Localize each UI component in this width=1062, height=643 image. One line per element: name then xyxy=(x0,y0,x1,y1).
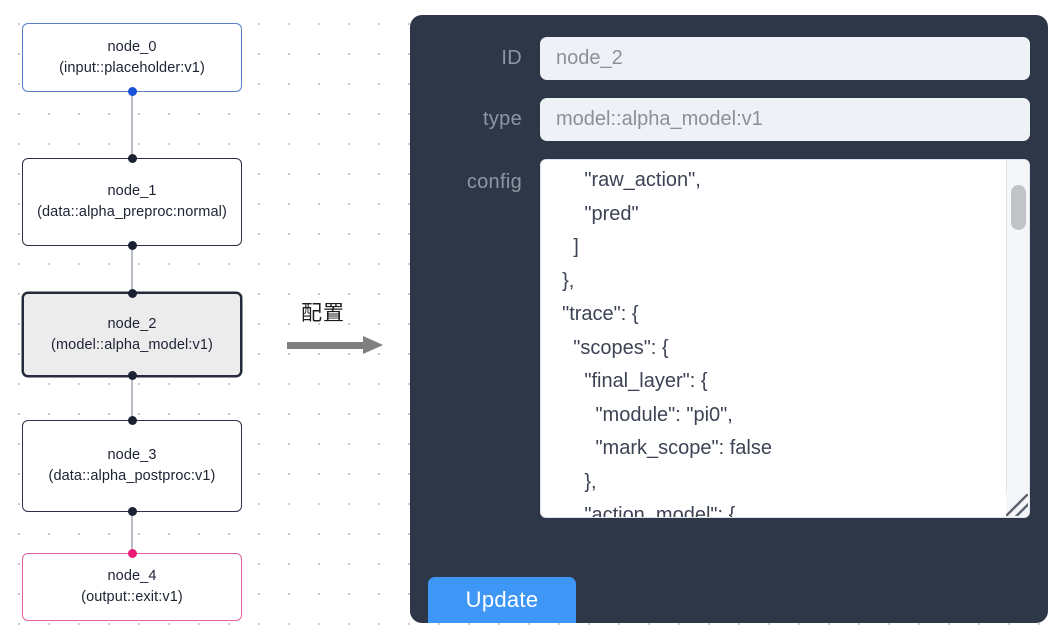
resize-grip-icon[interactable] xyxy=(1006,494,1028,516)
node-title: node_4 xyxy=(107,568,157,584)
edge-node0-node1 xyxy=(131,92,133,158)
edge-node1-node2 xyxy=(131,246,133,292)
node-title: node_1 xyxy=(107,183,157,199)
edge-node2-node3 xyxy=(131,377,133,420)
field-row-id: ID xyxy=(428,37,1030,80)
config-scrollbar-thumb[interactable] xyxy=(1011,185,1026,230)
node-handle-source[interactable] xyxy=(127,371,137,380)
graph-node-node_3[interactable]: node_3 (data::alpha_postproc:v1) xyxy=(22,416,242,516)
node-title: node_0 xyxy=(107,38,157,55)
node-handle-source[interactable] xyxy=(127,241,137,250)
right-arrow-icon xyxy=(287,342,365,349)
node-handle-target[interactable] xyxy=(127,416,137,425)
graph-node-node_0[interactable]: node_0 (input::placeholder:v1) xyxy=(22,23,242,96)
graph-node-node_4[interactable]: node_4 (output::exit:v1) xyxy=(22,549,242,621)
node-config-panel[interactable]: ID type config "raw_action", "pred" ] },… xyxy=(410,15,1048,623)
update-button[interactable]: Update xyxy=(428,577,576,623)
node-title: node_3 xyxy=(107,447,157,463)
node-graph[interactable]: node_0 (input::placeholder:v1) node_1 (d… xyxy=(0,0,400,643)
field-row-config: config "raw_action", "pred" ] }, "trace"… xyxy=(428,159,1030,518)
node-handle-source[interactable] xyxy=(127,87,137,96)
config-textarea-wrapper[interactable]: "raw_action", "pred" ] }, "trace": { "sc… xyxy=(540,159,1030,518)
id-label: ID xyxy=(501,47,522,69)
graph-node-node_1[interactable]: node_1 (data::alpha_preproc:normal) xyxy=(22,154,242,250)
annotation-arrow-group: 配置 xyxy=(287,297,397,367)
config-label: config xyxy=(466,171,522,193)
annotation-label: 配置 xyxy=(301,301,345,325)
type-input[interactable] xyxy=(540,98,1030,141)
config-textarea[interactable]: "raw_action", "pred" ] }, "trace": { "sc… xyxy=(562,169,772,517)
node-handle-source[interactable] xyxy=(127,507,137,516)
field-row-type: type xyxy=(428,98,1030,141)
node-subtitle: (data::alpha_postproc:v1) xyxy=(48,468,216,484)
right-arrow-head-icon xyxy=(363,336,383,354)
node-handle-target[interactable] xyxy=(127,154,137,163)
node-title: node_2 xyxy=(107,315,157,332)
node-subtitle: (model::alpha_model:v1) xyxy=(51,336,213,353)
edge-node3-node4 xyxy=(131,512,133,553)
graph-node-node_2[interactable]: node_2 (model::alpha_model:v1) xyxy=(22,289,242,380)
id-input[interactable] xyxy=(540,37,1030,80)
type-label: type xyxy=(482,108,522,130)
node-subtitle: (input::placeholder:v1) xyxy=(59,59,205,76)
node-subtitle: (output::exit:v1) xyxy=(81,589,183,605)
node-handle-target[interactable] xyxy=(127,289,137,298)
config-scrollbar[interactable] xyxy=(1006,160,1029,517)
node-handle-target[interactable] xyxy=(127,549,137,558)
node-subtitle: (data::alpha_preproc:normal) xyxy=(37,204,227,220)
